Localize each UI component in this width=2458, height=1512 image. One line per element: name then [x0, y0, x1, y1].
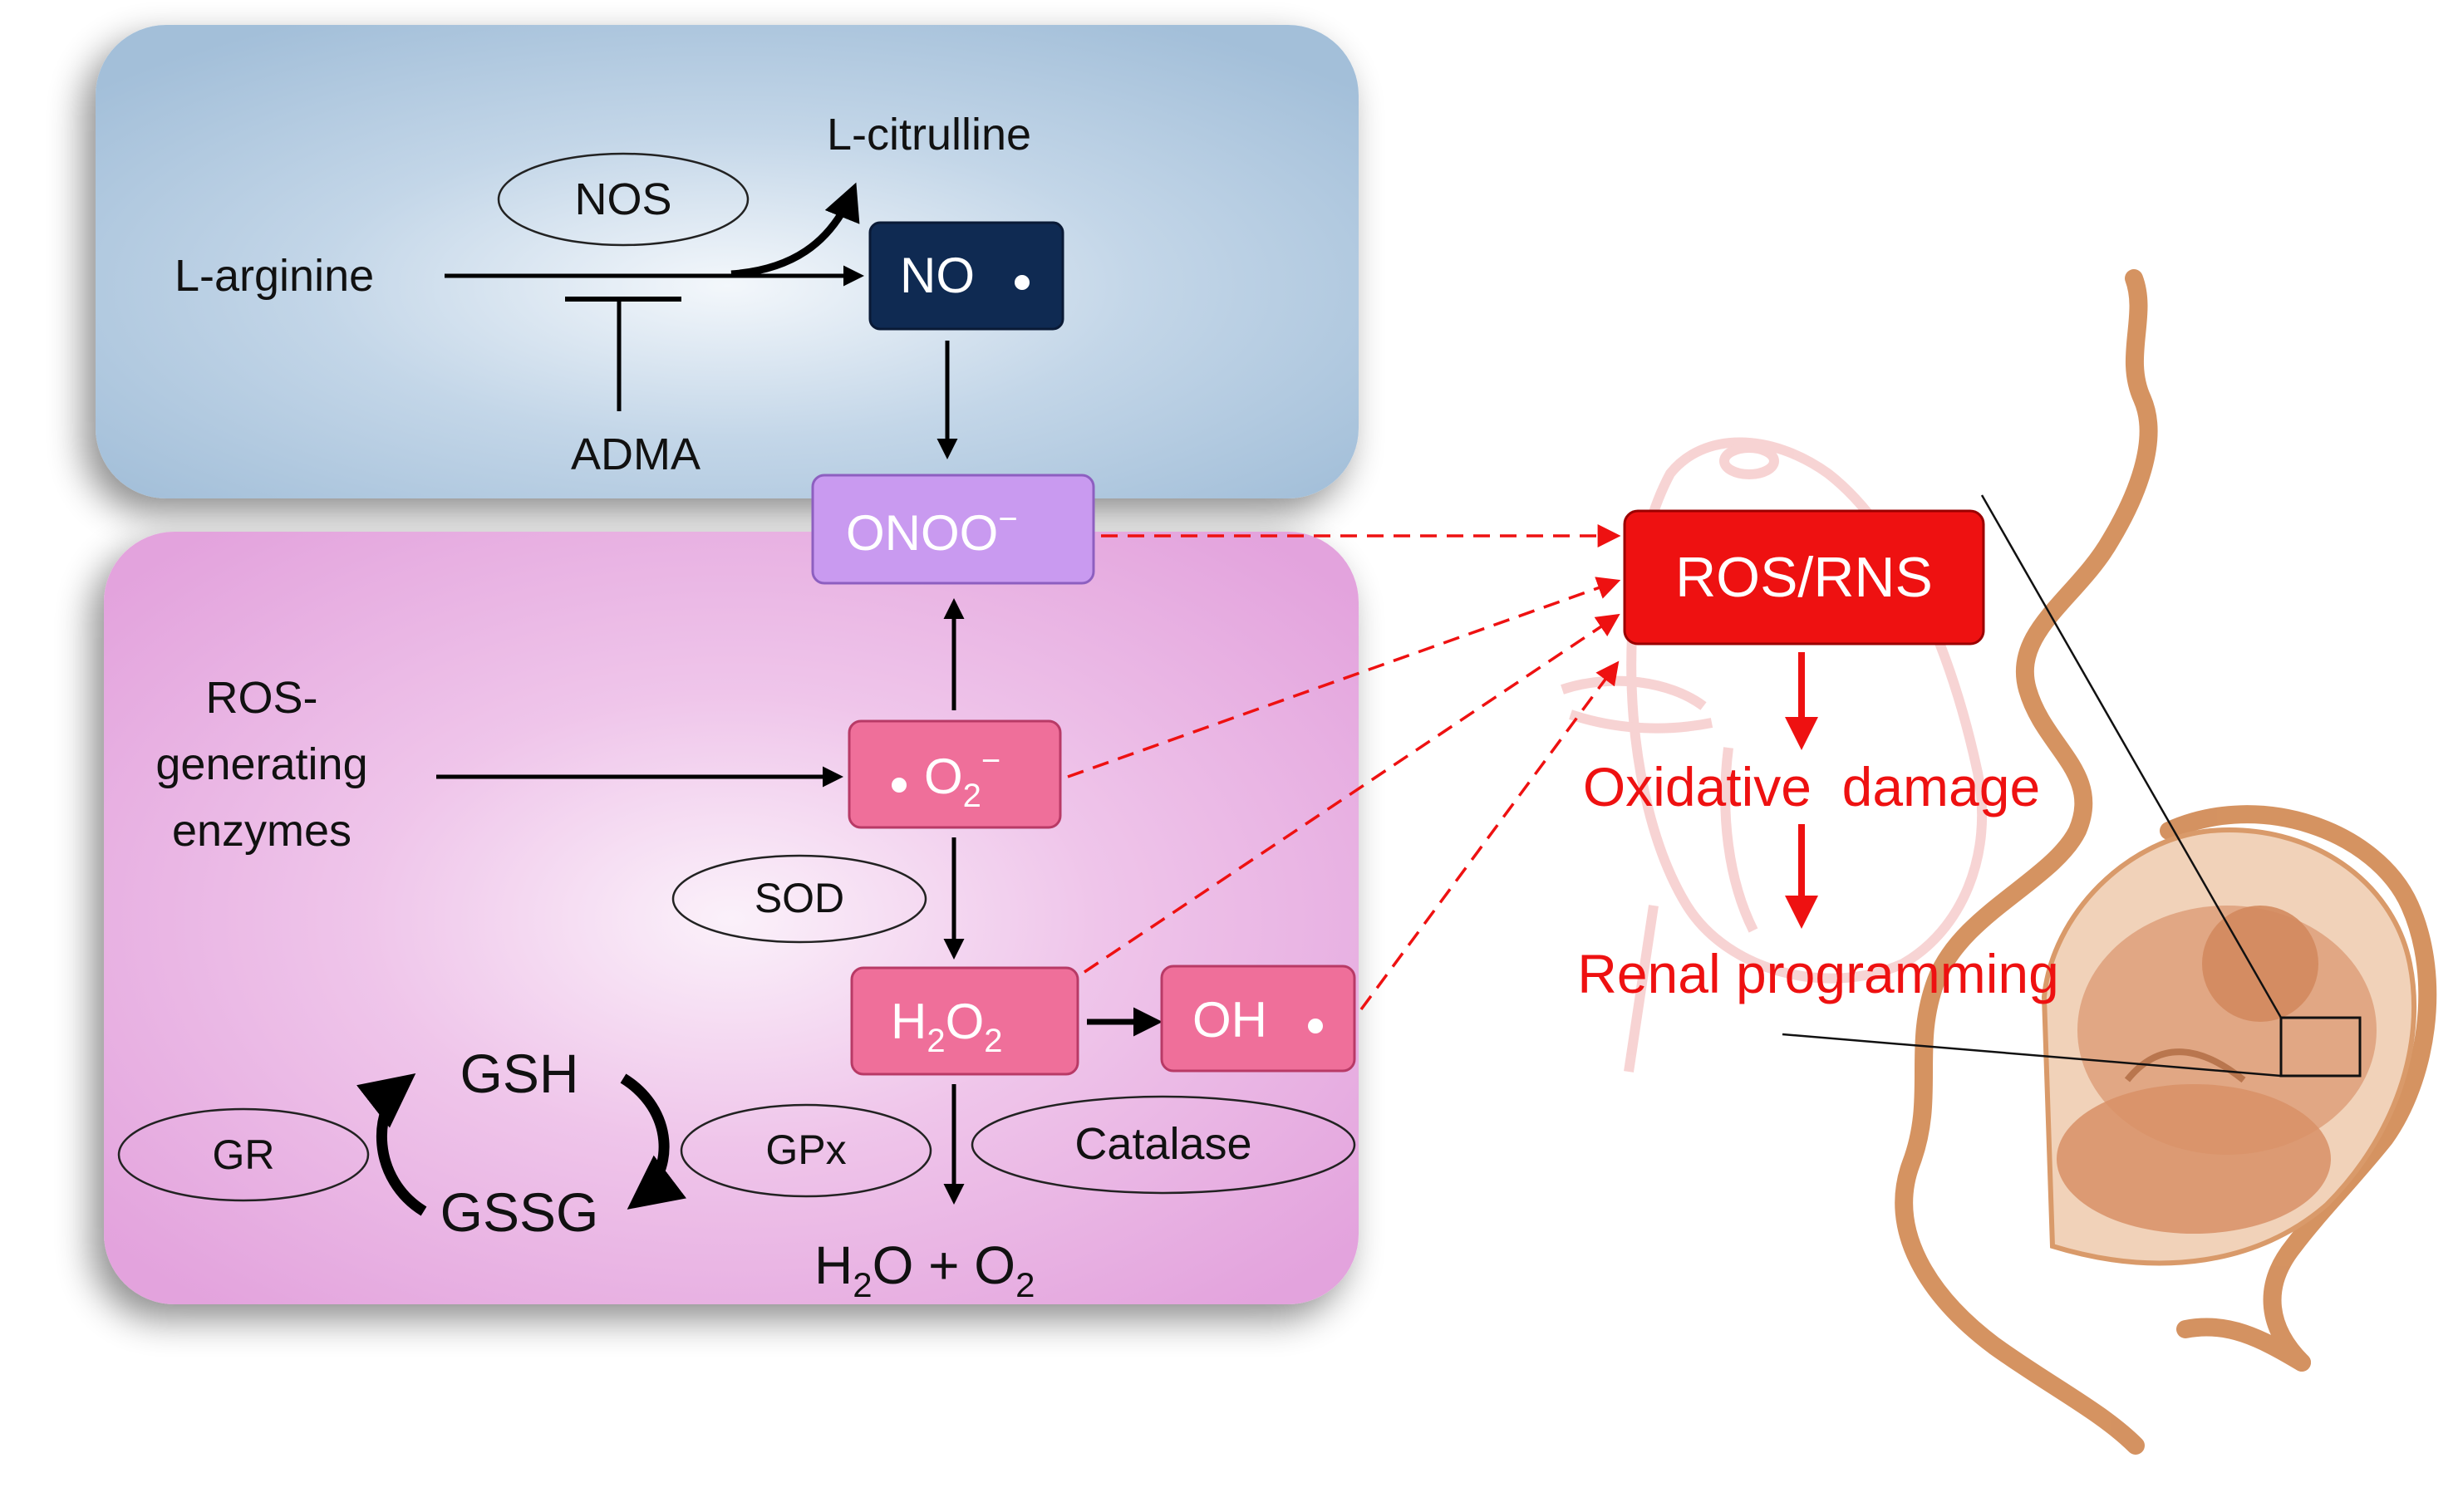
adma-label: ADMA	[571, 430, 701, 479]
ros-rns-convergence-arrows	[1067, 524, 1621, 1011]
product-sub-1: 2	[853, 1265, 872, 1304]
no-radical-label: NO	[900, 248, 975, 303]
ros-source-line-2: generating	[155, 739, 367, 789]
no-radical-box	[868, 221, 1064, 331]
h2o2-sub-2: 2	[984, 1023, 1002, 1059]
ros-source-line-1: ROS-	[206, 673, 318, 723]
kidney-sketch-illustration	[1561, 437, 1988, 1073]
h2o2-sub-1: 2	[927, 1023, 945, 1059]
superoxide-subscript: 2	[963, 778, 981, 814]
renal-programming-label: Renal programming	[1577, 943, 2059, 1004]
superoxide-label: O2−	[924, 743, 1000, 814]
ros-source-line-3: enzymes	[172, 806, 351, 856]
water-oxygen-product: H2O + O2	[814, 1235, 1035, 1304]
gssg-label: GSSG	[440, 1181, 599, 1243]
ros-rns-label: ROS/RNS	[1675, 546, 1933, 609]
h2o2-box	[850, 966, 1079, 1076]
zoom-callout	[1782, 494, 2362, 1078]
h2o2-o: O	[946, 994, 985, 1049]
no-radical-dot	[1015, 275, 1030, 290]
ros-rns-box	[1623, 509, 1985, 646]
superoxide-radical-dot	[892, 778, 907, 793]
citrulline-branch-arrow	[730, 182, 860, 278]
gr-enzyme-ellipse	[117, 1107, 370, 1202]
gpx-enzyme-ellipse	[680, 1103, 932, 1198]
onoo-charge: −	[998, 501, 1017, 538]
pregnant-mother-illustration	[1895, 269, 2437, 1455]
nos-enzyme-ellipse	[497, 152, 750, 247]
hydroxyl-to-ros-rns-arrow	[1359, 660, 1620, 1011]
hydroxyl-box	[1160, 965, 1356, 1073]
hydroxyl-label: OH	[1192, 992, 1267, 1048]
h2o2-to-ros-rns-arrow	[1084, 613, 1620, 974]
adma-inhibition	[565, 297, 681, 411]
superoxide-box	[848, 719, 1062, 829]
gssg-to-gsh-cycle-arrow	[356, 1073, 427, 1216]
sod-enzyme-ellipse	[671, 854, 927, 944]
fetus-illustration	[2041, 827, 2417, 1266]
superoxide-text: O	[924, 749, 963, 804]
onoo-text: ONOO	[846, 505, 998, 561]
nos-pathway-panel	[96, 25, 1359, 498]
l-arginine-label: L-arginine	[175, 251, 374, 301]
product-h: H	[814, 1235, 853, 1295]
superoxide-charge: −	[981, 743, 1000, 779]
gsh-label: GSH	[460, 1043, 578, 1104]
superoxide-to-ros-rns-arrow	[1067, 577, 1621, 778]
gr-enzyme-label: GR	[213, 1132, 275, 1178]
ros-pathway-panel	[104, 532, 1359, 1304]
hydroxyl-radical-dot	[1308, 1019, 1323, 1033]
onoo-box	[811, 474, 1095, 585]
h2o2-h: H	[891, 994, 927, 1049]
oxidative-damage-label: Oxidative damage	[1583, 756, 2040, 817]
onoo-label: ONOO−	[846, 501, 1018, 561]
gpx-enzyme-label: GPx	[765, 1127, 846, 1173]
gsh-to-gssg-cycle-arrow	[620, 1073, 687, 1210]
h2o2-label: H2O2	[891, 994, 1003, 1059]
product-sub-2: 2	[1015, 1265, 1035, 1304]
nos-enzyme-label: NOS	[574, 174, 671, 224]
product-mid: O + O	[873, 1235, 1016, 1295]
catalase-enzyme-label: Catalase	[1074, 1119, 1251, 1169]
sod-enzyme-label: SOD	[755, 875, 844, 921]
catalase-enzyme-ellipse	[971, 1095, 1356, 1195]
l-citrulline-label: L-citrulline	[827, 110, 1031, 160]
